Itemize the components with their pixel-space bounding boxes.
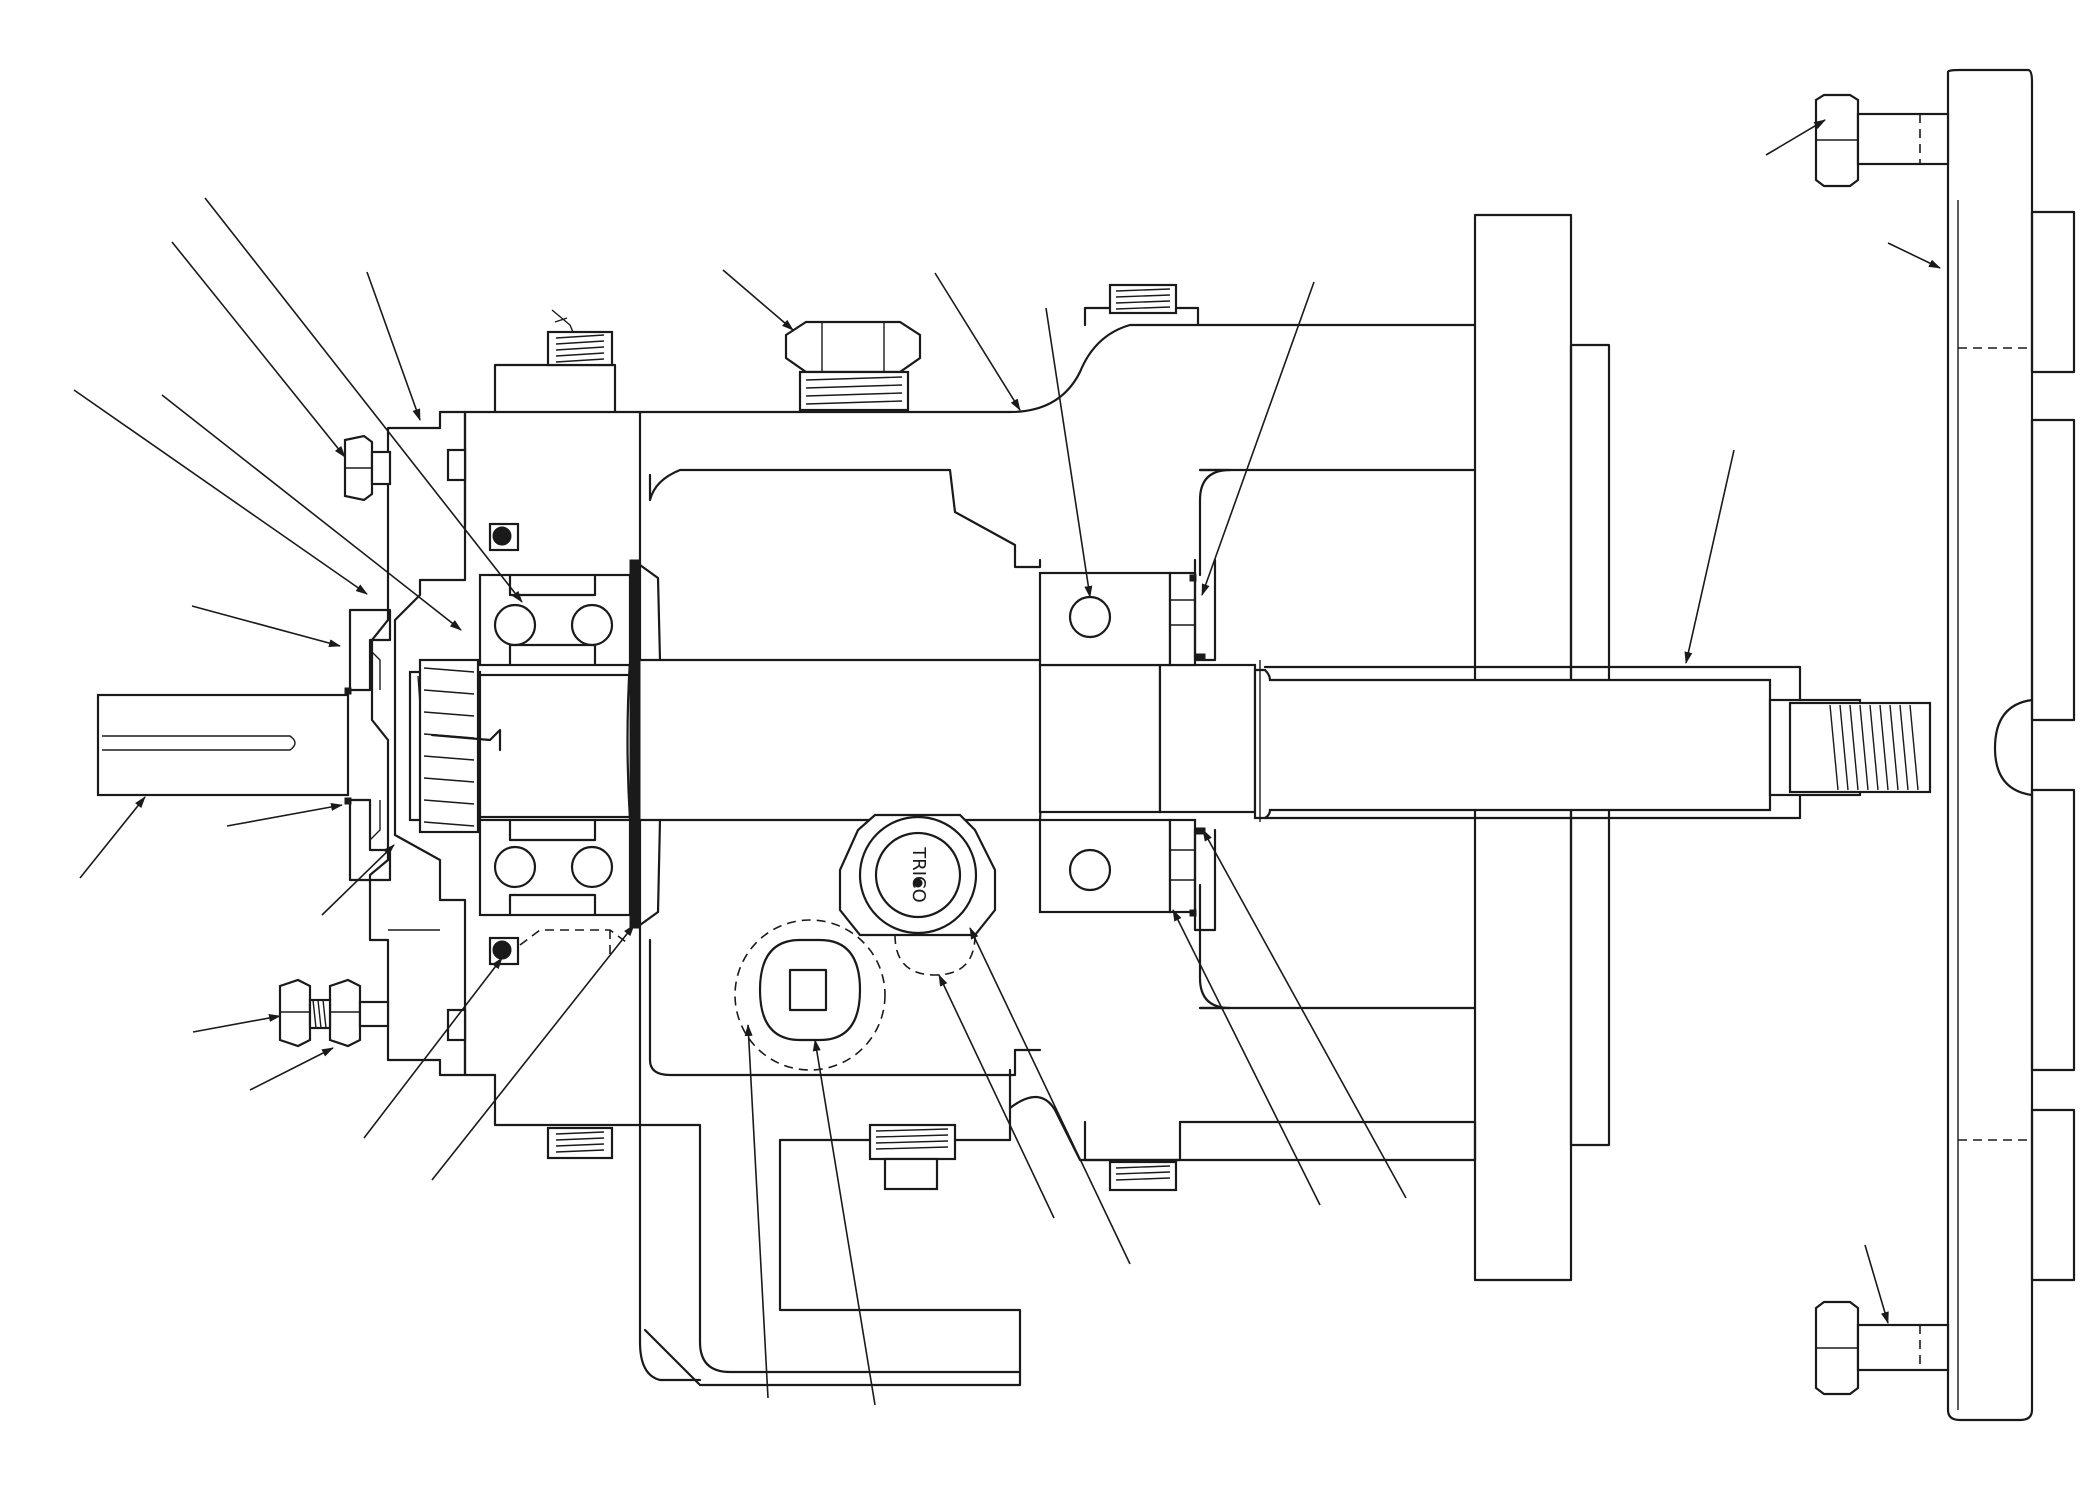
thrust-bearing-bottom [478, 818, 632, 917]
mounting-plate [1946, 68, 2076, 1422]
radial-bearing-top [1038, 571, 1197, 667]
bracket-set-screw-bottom [1108, 1160, 1178, 1192]
oiler-hidden-outline [734, 919, 886, 1071]
housing-plug-bottom [868, 1123, 957, 1191]
constant-level-oiler: TRICO [838, 813, 997, 937]
o-ring-top [492, 526, 512, 546]
lock-nut [418, 658, 502, 834]
lube-passage [519, 929, 631, 946]
lip-seal-right [1189, 558, 1217, 932]
housing-set-screw-bottom-left [546, 1126, 614, 1160]
pump-shaft [96, 658, 1932, 822]
gasket-strip [629, 559, 641, 929]
housing-drain-plug [784, 320, 922, 412]
housing-set-screw-left [546, 309, 614, 367]
adjusting-bolt [278, 978, 390, 1048]
radial-bearing-bottom [1038, 818, 1197, 914]
end-cover [368, 410, 467, 1077]
oiler-stamp-text: TRICO [908, 846, 929, 903]
thrust-bearing-top [478, 573, 632, 667]
o-ring-bottom [492, 940, 512, 960]
bracket-set-screw-top [1108, 283, 1178, 315]
leader-lines [73, 119, 1941, 1406]
cover-bolt-top [343, 434, 392, 502]
plate-bolt-bottom [1814, 1300, 1950, 1396]
plate-bolt-top [1814, 93, 1950, 188]
lip-seal-left [344, 608, 392, 882]
